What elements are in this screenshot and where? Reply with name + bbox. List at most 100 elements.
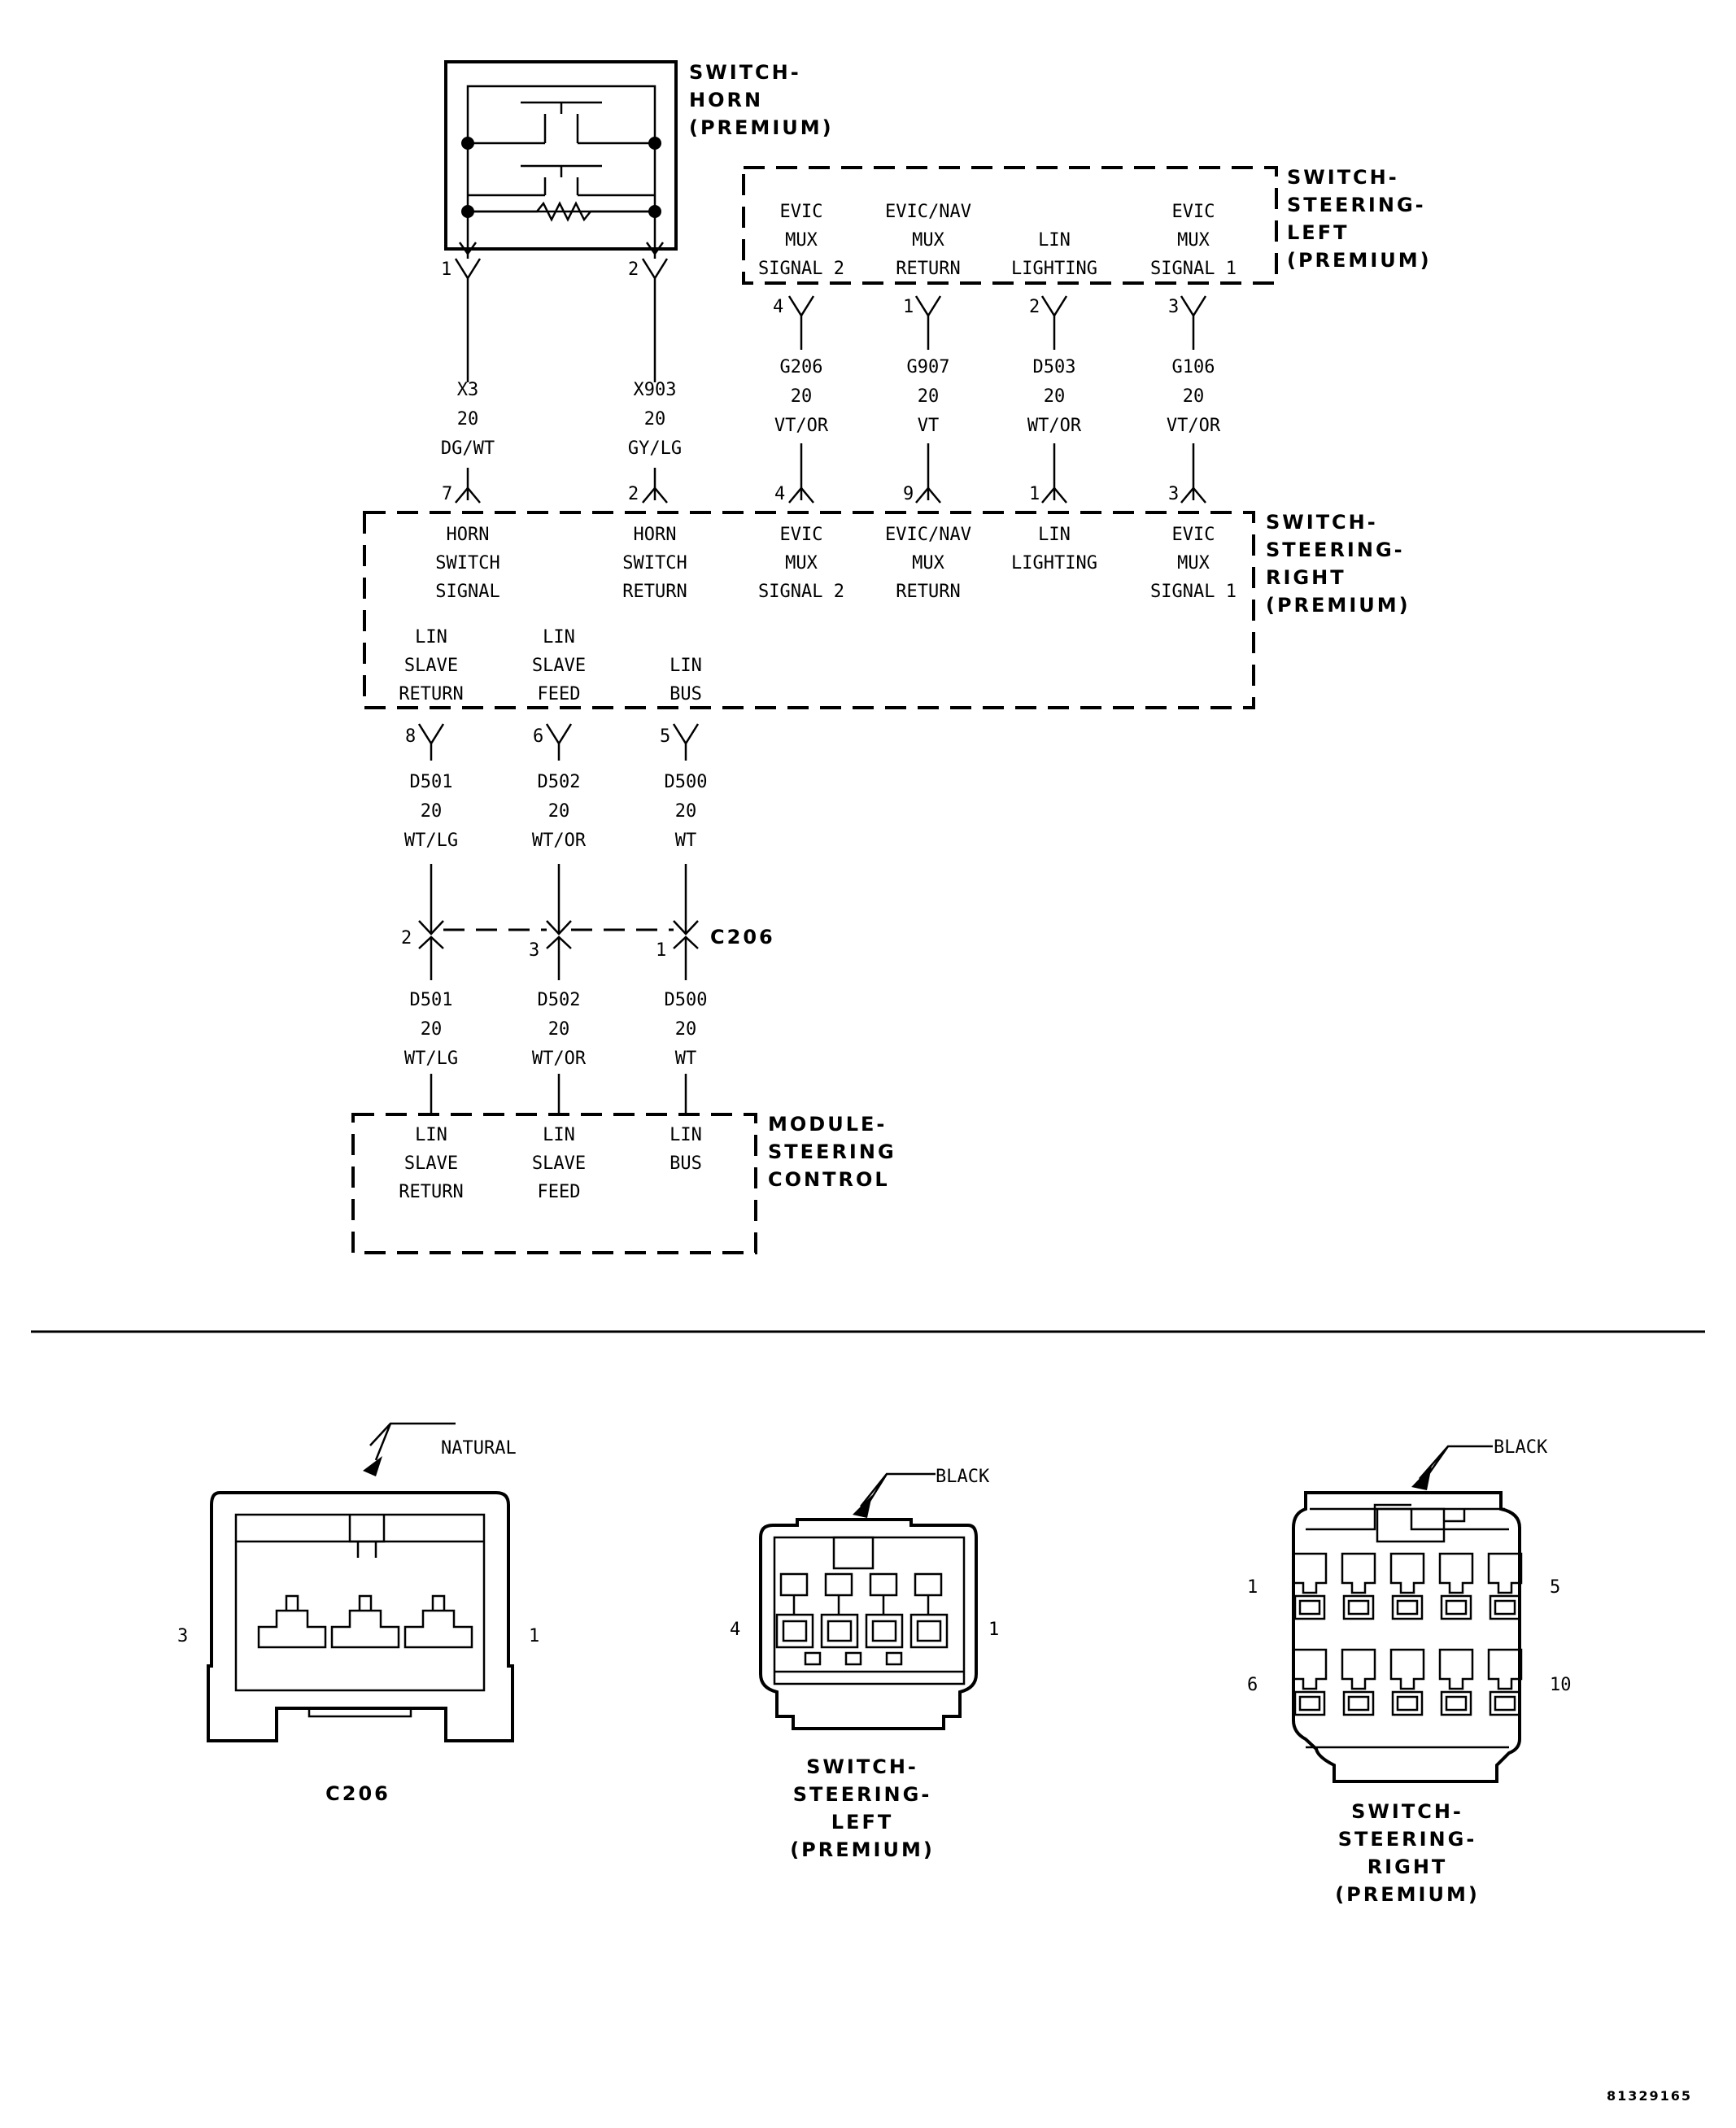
wire-x903-gauge: 20 <box>644 409 666 430</box>
mod-sig1-l1: LIN <box>415 1125 447 1145</box>
connector-cavity <box>1487 1552 1523 1594</box>
low-d502-circuit: D502 <box>538 990 581 1010</box>
right-conn-name-2: STEERING- <box>1338 1828 1477 1851</box>
rsw-top-pin-5: 1 <box>1029 484 1040 504</box>
mid-d502-gauge: 20 <box>548 801 570 822</box>
lsw-sig3-l2: LIGHTING <box>1011 259 1097 279</box>
mod-sig1-l2: SLAVE <box>404 1153 458 1174</box>
right-switch-title-1: SWITCH- <box>1266 511 1378 534</box>
mid-d501-circuit: D501 <box>410 772 453 792</box>
svg-text:STEERING-: STEERING- <box>793 1783 932 1806</box>
wire-x3-gauge: 20 <box>457 409 479 430</box>
connector-terminal-inner <box>1347 1695 1370 1712</box>
horn-switch <box>444 60 678 259</box>
wire-g206-color: VT/OR <box>774 416 829 436</box>
wire-g907-gauge: 20 <box>918 386 940 407</box>
connector-cavity <box>1341 1552 1376 1594</box>
c206-pin-3: 3 <box>529 940 539 961</box>
rsw-lin1-l1: LIN <box>415 627 447 648</box>
lsw-sig1-l1: EVIC <box>780 202 823 222</box>
connector-cavity <box>1438 1648 1474 1690</box>
low-d501-gauge: 20 <box>421 1019 443 1040</box>
c206-pin-1: 1 <box>656 940 666 961</box>
wire-g106-color: VT/OR <box>1167 416 1221 436</box>
svg-text:CONTROL: CONTROL <box>768 1168 890 1191</box>
connector-terminal-inner <box>1298 1599 1321 1616</box>
lsw-pin-1: 4 <box>773 297 783 317</box>
svg-text:HORN: HORN <box>689 89 763 111</box>
left-switch-title-4: (PREMIUM) <box>1287 249 1432 272</box>
left-conn-name-3: LEFT <box>831 1811 893 1834</box>
svg-text:RIGHT: RIGHT <box>1266 566 1346 589</box>
wire-g206-gauge: 20 <box>791 386 813 407</box>
rsw-sig4-l1: EVIC/NAV <box>885 525 971 545</box>
module-box <box>351 1113 757 1254</box>
rsw-sig4-l3: RETURN <box>896 582 960 602</box>
svg-text:STEERING-: STEERING- <box>1266 539 1405 561</box>
right-switch-title-3: RIGHT <box>1266 566 1346 589</box>
svg-text:LEFT: LEFT <box>1287 221 1349 244</box>
svg-text:STEERING-: STEERING- <box>1287 194 1426 216</box>
wire-d503-circuit: D503 <box>1033 357 1076 377</box>
left-switch-connector-view <box>759 1472 978 1730</box>
lsw-sig2-l1: EVIC/NAV <box>885 202 971 222</box>
wire-g907-circuit: G907 <box>907 357 950 377</box>
right-conn-pin-bl: 6 <box>1247 1675 1258 1695</box>
wire-x903-circuit: X903 <box>634 380 677 400</box>
svg-text:SWITCH-: SWITCH- <box>1266 511 1378 534</box>
connector-terminal-inner <box>1347 1599 1370 1616</box>
lsw-sig2-l3: RETURN <box>896 259 960 279</box>
rsw-sig6-l1: EVIC <box>1172 525 1215 545</box>
right-conn-name-4: (PREMIUM) <box>1335 1883 1480 1906</box>
horn-switch-title-1: SWITCH- <box>689 61 801 84</box>
right-conn-color-label: BLACK <box>1494 1437 1548 1458</box>
rsw-sig3-l2: MUX <box>785 553 818 573</box>
low-d501-circuit: D501 <box>410 990 453 1010</box>
wire-x903-color: GY/LG <box>628 438 682 459</box>
rsw-sig5-l2: LIGHTING <box>1011 553 1097 573</box>
mid-d500-gauge: 20 <box>675 801 697 822</box>
lsw-pin-3: 2 <box>1029 297 1040 317</box>
connector-terminal <box>1391 1690 1424 1716</box>
rsw-top-pin-2: 2 <box>628 484 639 504</box>
horn-switch-title-2: HORN <box>689 89 763 111</box>
low-d501-color: WT/LG <box>404 1049 458 1069</box>
connector-cavity <box>1341 1648 1376 1690</box>
module-title-3: CONTROL <box>768 1168 890 1191</box>
wire-g106-circuit: G106 <box>1172 357 1215 377</box>
right-switch-connector-view <box>1292 1445 1523 1783</box>
right-switch-box <box>363 511 1255 709</box>
wire-g206-circuit: G206 <box>780 357 823 377</box>
wire-x3-color: DG/WT <box>441 438 495 459</box>
svg-text:MODULE-: MODULE- <box>768 1113 887 1136</box>
connector-terminal <box>1440 1594 1472 1620</box>
rsw-top-pin-3: 4 <box>774 484 785 504</box>
connector-terminal-inner <box>1445 1599 1468 1616</box>
mid-d502-color: WT/OR <box>532 831 587 851</box>
lsw-sig1-l3: SIGNAL 2 <box>758 259 844 279</box>
svg-text:(PREMIUM): (PREMIUM) <box>689 116 834 139</box>
horn-pin-2: 2 <box>628 259 639 280</box>
right-conn-pin-br: 10 <box>1550 1675 1572 1695</box>
horn-switch-title-3: (PREMIUM) <box>689 116 834 139</box>
svg-text:SWITCH-: SWITCH- <box>1351 1800 1463 1823</box>
lsw-sig1-l2: MUX <box>785 230 818 251</box>
connector-cavity <box>1292 1552 1328 1594</box>
horn-pin-1: 1 <box>441 259 451 280</box>
rsw-sig5-l1: LIN <box>1038 525 1071 545</box>
rsw-sig3-l3: SIGNAL 2 <box>758 582 844 602</box>
right-switch-title-2: STEERING- <box>1266 539 1405 561</box>
rsw-top-pin-6: 3 <box>1168 484 1179 504</box>
rsw-lin2-l2: SLAVE <box>532 656 586 676</box>
svg-text:RIGHT: RIGHT <box>1367 1855 1448 1878</box>
svg-text:(PREMIUM): (PREMIUM) <box>1287 249 1432 272</box>
c206-color-label: NATURAL <box>441 1438 517 1459</box>
connector-terminal <box>1489 1690 1521 1716</box>
rsw-sig1-l2: SWITCH <box>435 553 499 573</box>
rsw-sig6-l3: SIGNAL 1 <box>1150 582 1237 602</box>
lsw-sig2-l2: MUX <box>912 230 944 251</box>
connector-cavity <box>1389 1648 1425 1690</box>
left-conn-pin-right: 1 <box>988 1620 999 1640</box>
mid-d500-circuit: D500 <box>665 772 708 792</box>
rsw-lin3-l1: LIN <box>670 656 702 676</box>
